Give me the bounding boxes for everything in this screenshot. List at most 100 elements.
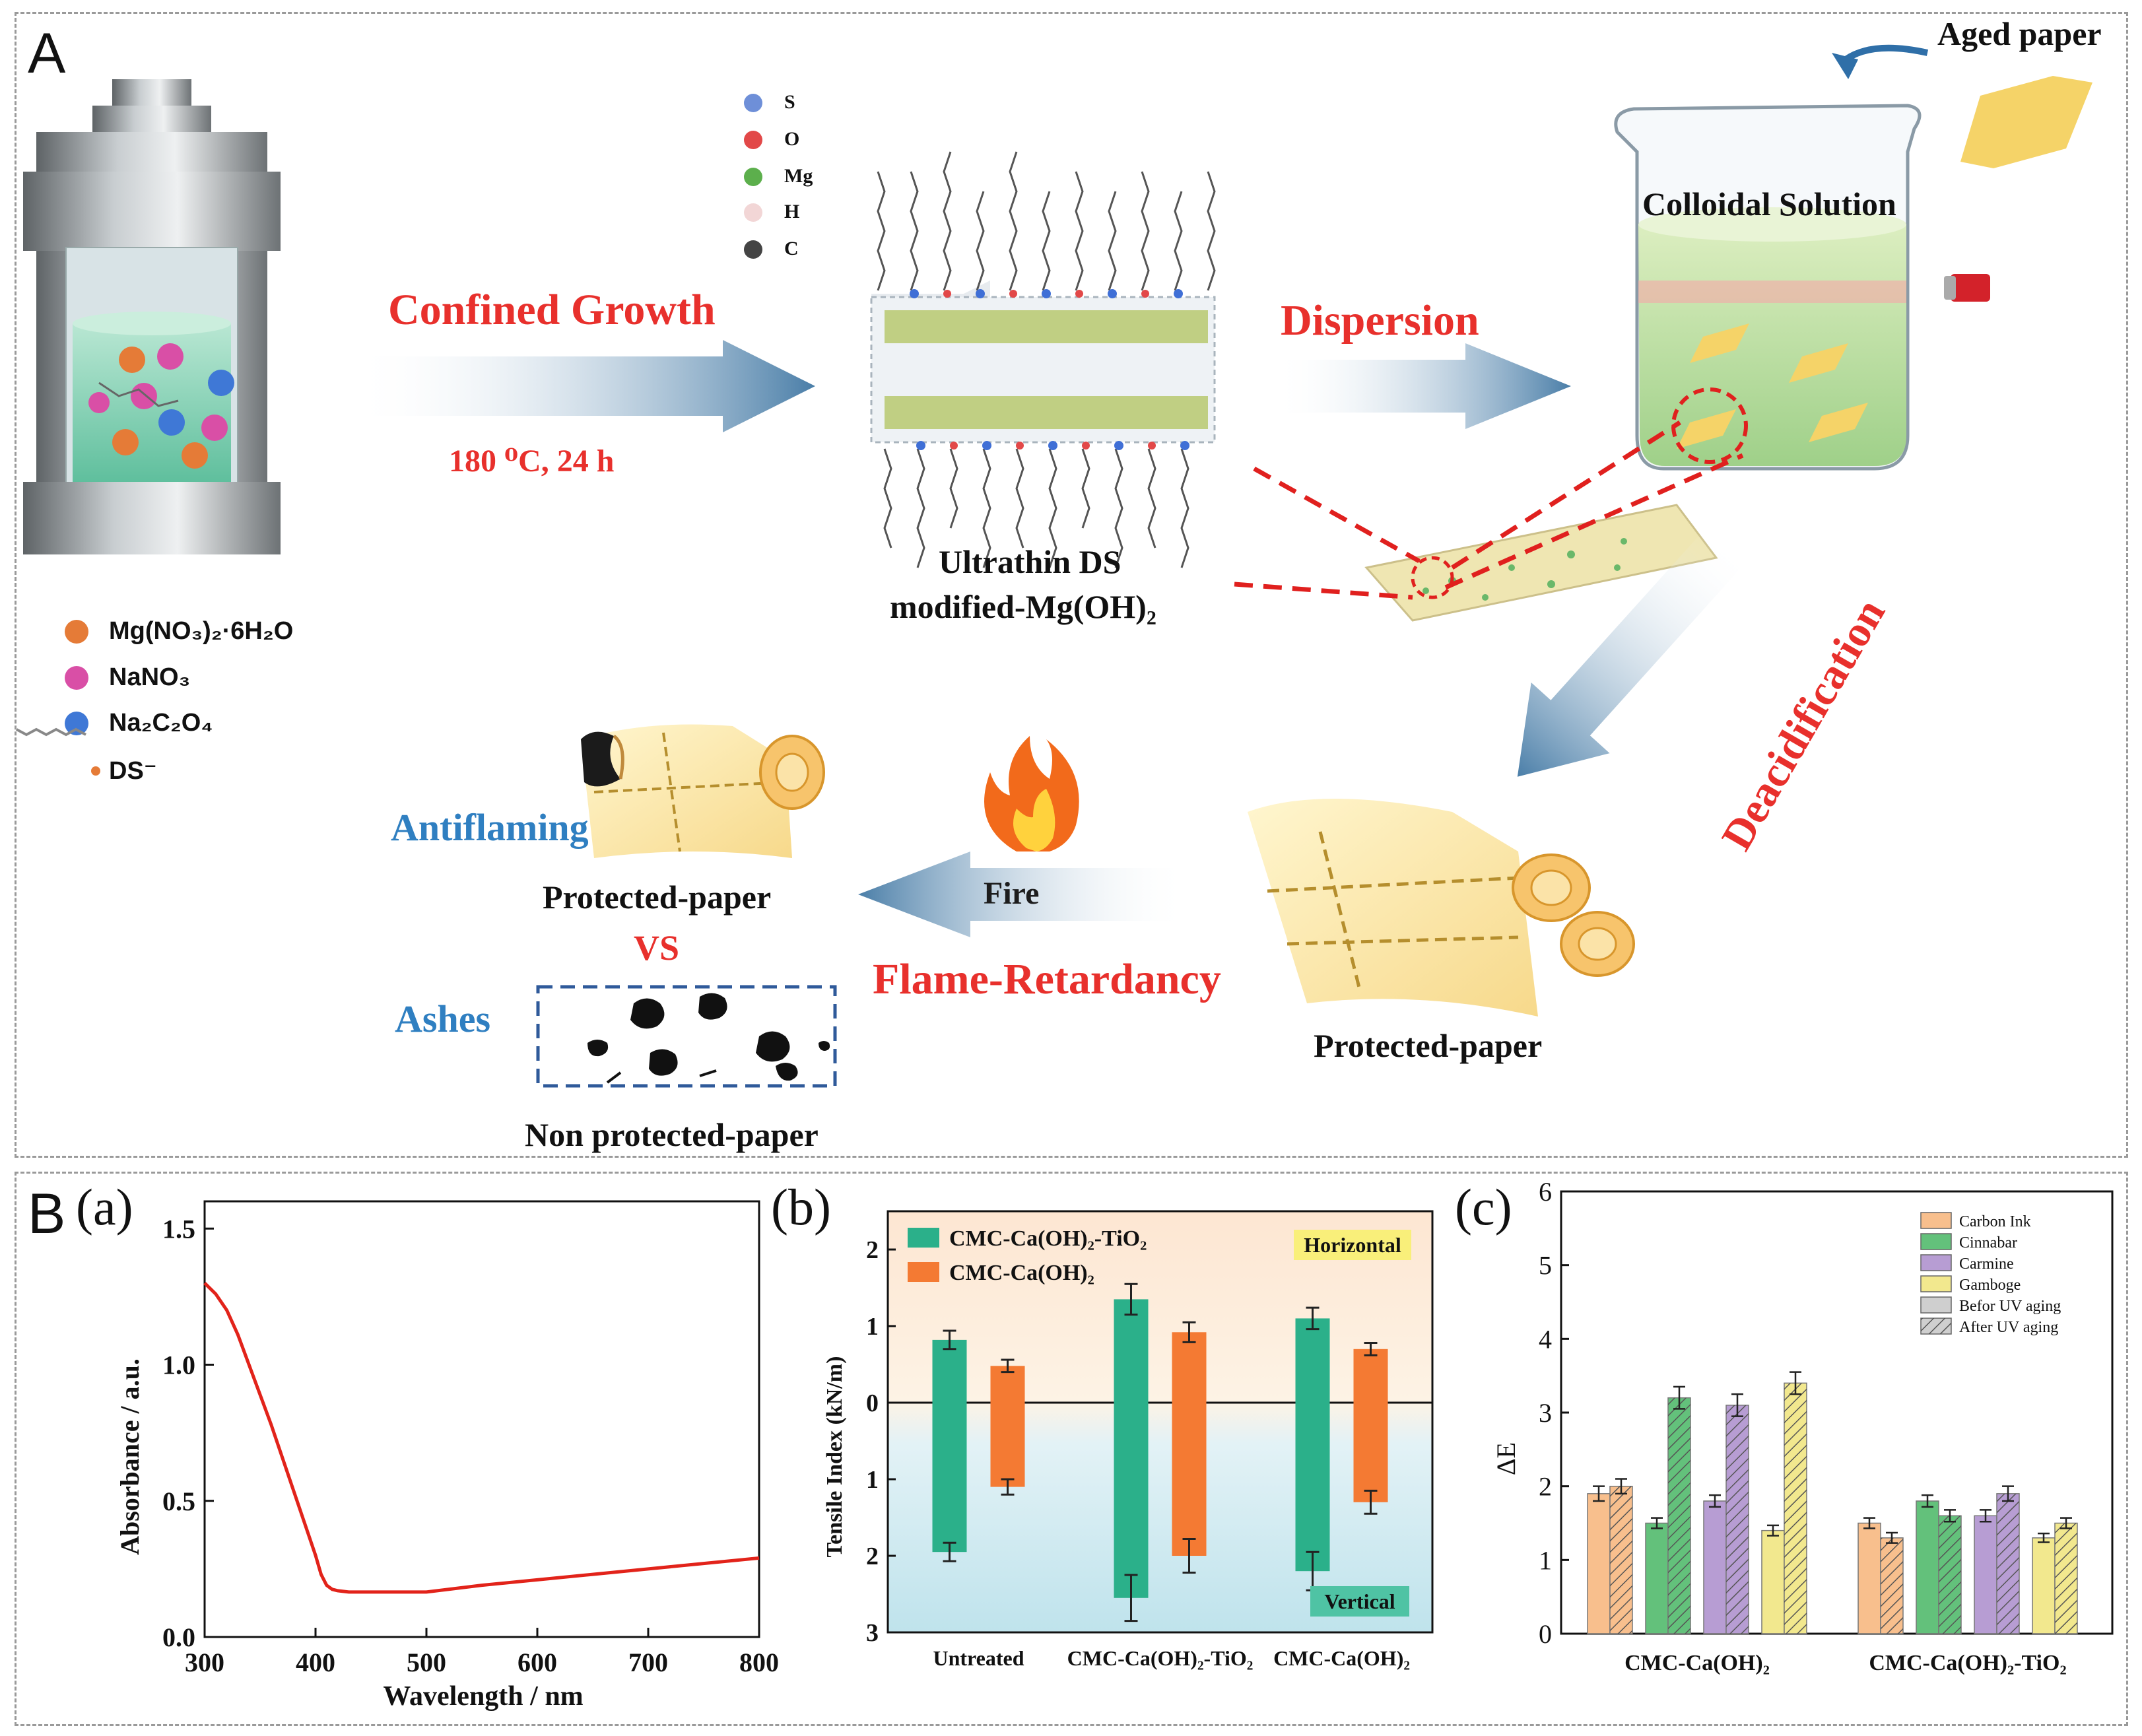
ashes-label: Ashes	[395, 997, 491, 1040]
reagent-label-mg-nitrate: Mg(NO₃)₂·6H₂O	[109, 617, 294, 645]
chart-c-bar-after-hatch-0-3	[1784, 1383, 1807, 1634]
chart-c-ylabel: ΔE	[1491, 1442, 1521, 1475]
chart-c-legend-label-0: Carbon Ink	[1959, 1213, 2031, 1230]
chart-a-xtick-label-3: 600	[518, 1648, 557, 1677]
chart-c-legend-label-2: Carmine	[1959, 1255, 2014, 1273]
chart-c-ytick-label-3: 3	[1539, 1398, 1552, 1428]
chart-b-frame	[887, 1210, 1434, 1634]
chart-c-ytick-label-4: 4	[1539, 1324, 1552, 1354]
chart-b-ytick-label-3: 0	[866, 1389, 879, 1417]
chart-c-ytick-label-1: 1	[1539, 1545, 1552, 1575]
chart-b-bar-v-0-0	[932, 1403, 967, 1552]
chart-c-legend-label-4: Befor UV aging	[1959, 1298, 2061, 1315]
chart-b-ylabel: Tensile Index (kN/m)	[822, 1356, 847, 1558]
chart-a-xtick-label-5: 800	[739, 1648, 779, 1677]
chart-c-err-after-1-0	[1886, 1531, 1898, 1544]
chart-a-panel-label: (a)	[76, 1178, 133, 1236]
chart-c-err-before-1-1	[1922, 1494, 1933, 1508]
chart-a-ytick-label-1: 0.5	[162, 1486, 195, 1516]
beaker-illustration	[1614, 44, 2092, 471]
chart-a-ytick-label-3: 1.5	[162, 1214, 195, 1244]
vs-label: VS	[634, 928, 680, 968]
chart-c-err-before-1-0	[1863, 1517, 1875, 1529]
fire-icon	[984, 736, 1079, 851]
chart-b-err-h-1-0	[1124, 1283, 1138, 1316]
chart-b-bar-h-2-0	[1295, 1318, 1330, 1403]
chart-b-err-v-1-0	[1124, 1574, 1138, 1622]
chart-c-bar-after-hatch-0-0	[1610, 1486, 1632, 1634]
reagent-label-ds: DS⁻	[109, 757, 157, 785]
confined-growth-label: Confined Growth	[388, 286, 716, 334]
chart-c-err-before-0-2	[1709, 1494, 1721, 1508]
chart-b-err-v-1-1	[1182, 1537, 1196, 1574]
chart-c-legend-label-5: After UV aging	[1959, 1319, 2058, 1336]
panel-b-letter: B	[28, 1182, 66, 1246]
dispersion-label: Dispersion	[1281, 296, 1479, 345]
chart-b-err-v-2-1	[1364, 1489, 1378, 1515]
chart-b-ytick-label-1: 2	[866, 1543, 879, 1570]
chart-b-horizontal-label: Horizontal	[1304, 1233, 1401, 1257]
chart-c-xtick-label-0: CMC-Ca(OH)₂	[1624, 1651, 1770, 1675]
chart-b-ytick-label-5: 2	[866, 1236, 879, 1264]
chart-b-vertical-badge	[1310, 1586, 1409, 1617]
chart-c-bar-before-1-3	[2032, 1537, 2056, 1634]
chart-a-frame	[203, 1200, 760, 1638]
protected-paper-left-label: Protected-paper	[543, 879, 772, 916]
chart-c-err-before-1-2	[1980, 1509, 1991, 1523]
chart-c-legend-swatch-1	[1920, 1233, 1952, 1250]
chart-c-ytick-label-2: 2	[1539, 1472, 1552, 1502]
chart-c-bar-before-0-1	[1645, 1522, 1669, 1634]
reagent-label-na-oxalate: Na₂C₂O₄	[109, 709, 213, 737]
chart-c-err-after-0-2	[1731, 1393, 1743, 1417]
chart-b-legend-label-1: CMC-Ca(OH)₂	[949, 1261, 1094, 1285]
chart-b-xtick-label-1: CMC-Ca(OH)₂-TiO₂	[1067, 1646, 1254, 1670]
chart-b-ytick-label-0: 3	[866, 1619, 879, 1647]
chart-b-horizontal-badge	[1294, 1230, 1411, 1260]
chart-c-err-before-0-0	[1593, 1485, 1605, 1502]
chart-c-bar-after-hatch-1-0	[1881, 1537, 1903, 1634]
burnt-protected-paper-illustration	[581, 724, 825, 858]
chart-c-bar-after-hatch-1-2	[1997, 1493, 2019, 1634]
chart-b-err-v-0-1	[1001, 1478, 1015, 1496]
reagent-label-na-nitrate: NaNO₃	[109, 663, 191, 691]
chart-a-ytick-label-0: 0.0	[162, 1622, 195, 1652]
atom-label-h: H	[784, 201, 800, 222]
chart-c-err-after-0-3	[1790, 1371, 1801, 1395]
chart-c-err-before-0-1	[1651, 1517, 1663, 1529]
chart-c-err-after-1-2	[2002, 1485, 2014, 1502]
chart-a-xtick-label-2: 500	[407, 1648, 446, 1677]
chart-c-frame	[1560, 1190, 2114, 1635]
chart-b-bar-h-1-0	[1114, 1299, 1149, 1403]
panel-a-graphics	[16, 44, 2092, 1088]
panel-b	[15, 1172, 2128, 1726]
chart-b-err-h-2-1	[1364, 1342, 1378, 1356]
chart-c-legend-swatch-4	[1920, 1296, 1952, 1314]
chart-b-legend-swatch-1	[908, 1262, 939, 1282]
chart-c-err-after-0-1	[1673, 1385, 1685, 1410]
chart-c-panel-label: (c)	[1455, 1178, 1512, 1236]
chart-b-bar-v-2-0	[1295, 1403, 1330, 1572]
chart-c-err-after-0-0	[1615, 1478, 1627, 1495]
chart-b-xtick-label-2: CMC-Ca(OH)₂	[1273, 1646, 1410, 1670]
atom-label-c: C	[784, 238, 799, 259]
chart-c-ytick-label-0: 0	[1539, 1619, 1552, 1649]
chart-c-ytick-label-6: 6	[1539, 1177, 1552, 1207]
chart-a-xtick-label-4: 700	[628, 1648, 668, 1677]
chart-c-err-after-1-3	[2060, 1517, 2072, 1529]
chart-c-err-after-1-1	[1944, 1509, 1956, 1523]
chart-b-err-v-0-0	[943, 1541, 956, 1562]
chart-b-bar-v-0-1	[990, 1403, 1025, 1487]
chart-c-bar-before-1-2	[1974, 1515, 1997, 1634]
chart-b-bar-h-2-1	[1353, 1349, 1388, 1403]
chart-b-bar-h-1-1	[1172, 1332, 1207, 1403]
chart-b-err-h-0-0	[943, 1329, 956, 1351]
atom-label-mg: Mg	[784, 165, 813, 187]
chart-c-bar-after-hatch-1-1	[1939, 1516, 1961, 1634]
chart-a-xtick-label-0: 300	[185, 1648, 224, 1677]
panel-a-letter: A	[28, 22, 66, 85]
chart-c-bar-before-0-0	[1587, 1493, 1611, 1634]
chart-c-legend-label-1: Cinnabar	[1959, 1234, 2017, 1252]
